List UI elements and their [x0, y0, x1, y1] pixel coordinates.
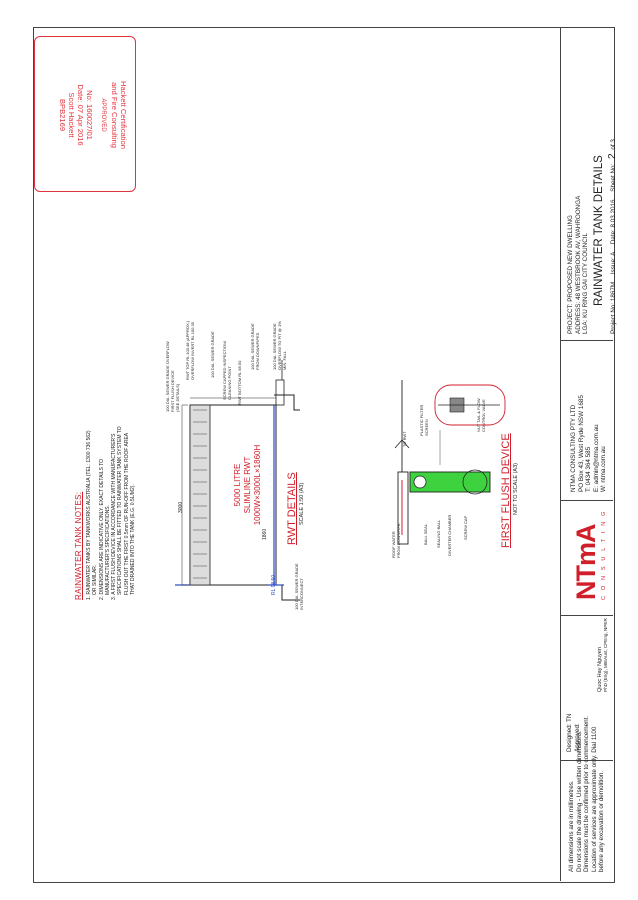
rainwater-tank-notes: RAINWATER TANK NOTES: 1. RAINWATER TANKS…: [74, 426, 136, 600]
project-info: PROJECT: PROPOSED NEW DWELLING ADDRESS: …: [567, 139, 618, 334]
drawing-border: [33, 27, 615, 883]
label-diverter-chamber: DIVERTER CHAMBER: [447, 514, 452, 556]
company-info: NTMA CONSULTING PTY LTD PO Box 43, West …: [570, 395, 608, 492]
tank-label-1: 5000 LITRE: [233, 463, 242, 507]
label-to-rwt: TO RWT: [402, 431, 407, 447]
tb-section-line: [560, 500, 613, 501]
label-plastic-filter: PLASTIC FILTER SCREEN: [419, 404, 429, 436]
sheet-label: Sheet No:: [609, 163, 617, 192]
stamp-line5: Date: 07 Apr 2016: [76, 84, 85, 146]
engineer-quals: PhD (Eng), MIEAust, CPEng, NPER: [603, 618, 609, 692]
tank-label-3: 1000W×3000L×1860H: [253, 444, 262, 526]
disclaimer-line: Location of services are approximate onl…: [590, 726, 598, 872]
disclaimer-line: before any excavation or demolition.: [598, 770, 606, 872]
designed-approved: Designed: TN Approved:: [566, 714, 581, 752]
designed-by: Designed: TN: [566, 713, 573, 752]
label-screw-cap: SCREW CAP: [463, 515, 468, 540]
project-lga: LGA: KU RING GAI CITY COUNCIL: [582, 232, 590, 334]
sheet-number: 2: [606, 153, 618, 159]
first-flush-scale: NOT TO SCALE (A3): [513, 463, 519, 515]
title-block-divider: [560, 27, 561, 881]
flush-pipe-vertical: [394, 439, 410, 545]
notes-item: THAT DRAINED INTO THE TANK (E.G. 0.5L/M2…: [130, 484, 137, 595]
company-line: W: ntma.com.au: [600, 446, 608, 492]
rwt-details-scale: SCALE 1:50 (A3): [299, 482, 305, 525]
stamp-line1: Hackett Certification: [119, 81, 128, 149]
label-rwt-top: RWT TOP RL 100.48 (APPROX.) OVERFLOW INV…: [185, 320, 195, 380]
flush-screen-detail: [434, 384, 506, 465]
sheet-total: of 3: [609, 139, 617, 150]
tb-section-line: [560, 760, 613, 761]
project-number: Project No: 1867M: [609, 281, 617, 334]
notes-item: SPECIFICATIONS SHALL BE FITTED TO RAINWA…: [117, 426, 124, 595]
dim-height: 1860: [262, 528, 268, 540]
pipes: [175, 360, 300, 601]
label-sewer-grade: 100 DIA. SEWER GRADE: [210, 331, 215, 378]
notes-title: RAINWATER TANK NOTES:: [74, 491, 83, 600]
tb-section-line: [560, 340, 613, 341]
label-sealing-ball: SEALING BALL: [436, 519, 441, 548]
dimension-lines: [181, 397, 276, 586]
stamp-line4: No: 160027/01: [85, 90, 94, 140]
project-address: ADDRESS: 48 WESTBROOK AV, WAHROONGA: [574, 195, 582, 334]
stamp-line3: APPROVED: [100, 98, 106, 132]
engineer-block: Quoc Hay Nguyen PhD (Eng), MIEAust, CPEn…: [597, 618, 610, 692]
tank-label-2: SLIMLINE RWT: [243, 456, 252, 514]
tank-body: [189, 404, 277, 586]
stamp-line6: Scott Hackett: [67, 92, 76, 138]
flush-chamber: [409, 469, 491, 495]
stamp-line7: BPB2169: [58, 98, 67, 132]
label-screw-capped: SCREW CAPPED INSPECTION/ CLEANING POINT: [222, 340, 232, 400]
disclaimer-line: Dimensions must be confirmed prior to co…: [583, 715, 591, 872]
approved-by: Approved:: [573, 723, 581, 752]
label-overflow: 100 DIA. SEWER GRADE OVERFLOW FIRST FLUS…: [165, 341, 180, 412]
first-flush-drawing: [394, 380, 506, 545]
label-overflow-to-pit: 100 DIA. SEWER GRADE OVERFLOW TO PIT @ 1…: [272, 321, 287, 370]
company-line: NTMA CONSULTING PTY LTD: [570, 404, 577, 492]
label-nut-tail: NUT TAIL & FLOW CONTROL VALVE: [476, 398, 486, 432]
tb-section-line: [560, 615, 613, 616]
company-line: PO Box 43, West Ryde NSW 1685: [577, 395, 585, 492]
issue: Issue: A: [609, 252, 617, 275]
rwt-detail-drawing: [175, 360, 300, 601]
logo-sub: CONSULTING: [601, 505, 607, 600]
logo-main: NTmA: [571, 524, 601, 601]
first-flush-title: FIRST FLUSH DEVICE: [500, 433, 512, 548]
drawing-title: RAINWATER TANK DETAILS: [592, 155, 605, 306]
company-logo: NTmA CONSULTING: [571, 505, 607, 601]
label-from-downpipes: 100 DIA. SEWER GRADE FROM DOWNPIPES: [250, 323, 260, 370]
company-line: T: 0434 364 585: [585, 446, 593, 492]
approval-stamp: Hackett Certification and Fire Consultin…: [34, 36, 136, 192]
rwt-details-title: RWT DETAILS: [286, 472, 298, 545]
label-ball-seal: BALL SEAL: [423, 524, 428, 545]
label-interconnect: 100 DIA. SEWER GRADE INTERCONNECT: [294, 563, 304, 610]
label-roof-water: ROOF WATER FROM DOWNPIPE: [391, 523, 401, 558]
level-label: RL 98.50: [271, 574, 277, 595]
project-name: PROJECT: PROPOSED NEW DWELLING: [567, 215, 574, 334]
company-line: E: admin@ntma.com.au: [592, 424, 600, 492]
stamp-line2: and Fire Consulting: [110, 82, 119, 148]
sheet-info-row: Project No: 1867M Issue: A Date: 8.03.20…: [606, 139, 618, 334]
dim-length: 3000: [178, 501, 184, 513]
date: Date: 8.03.2016: [609, 199, 617, 245]
label-rwt-bottom: RWT BOTTOM RL 98.50: [237, 360, 242, 405]
